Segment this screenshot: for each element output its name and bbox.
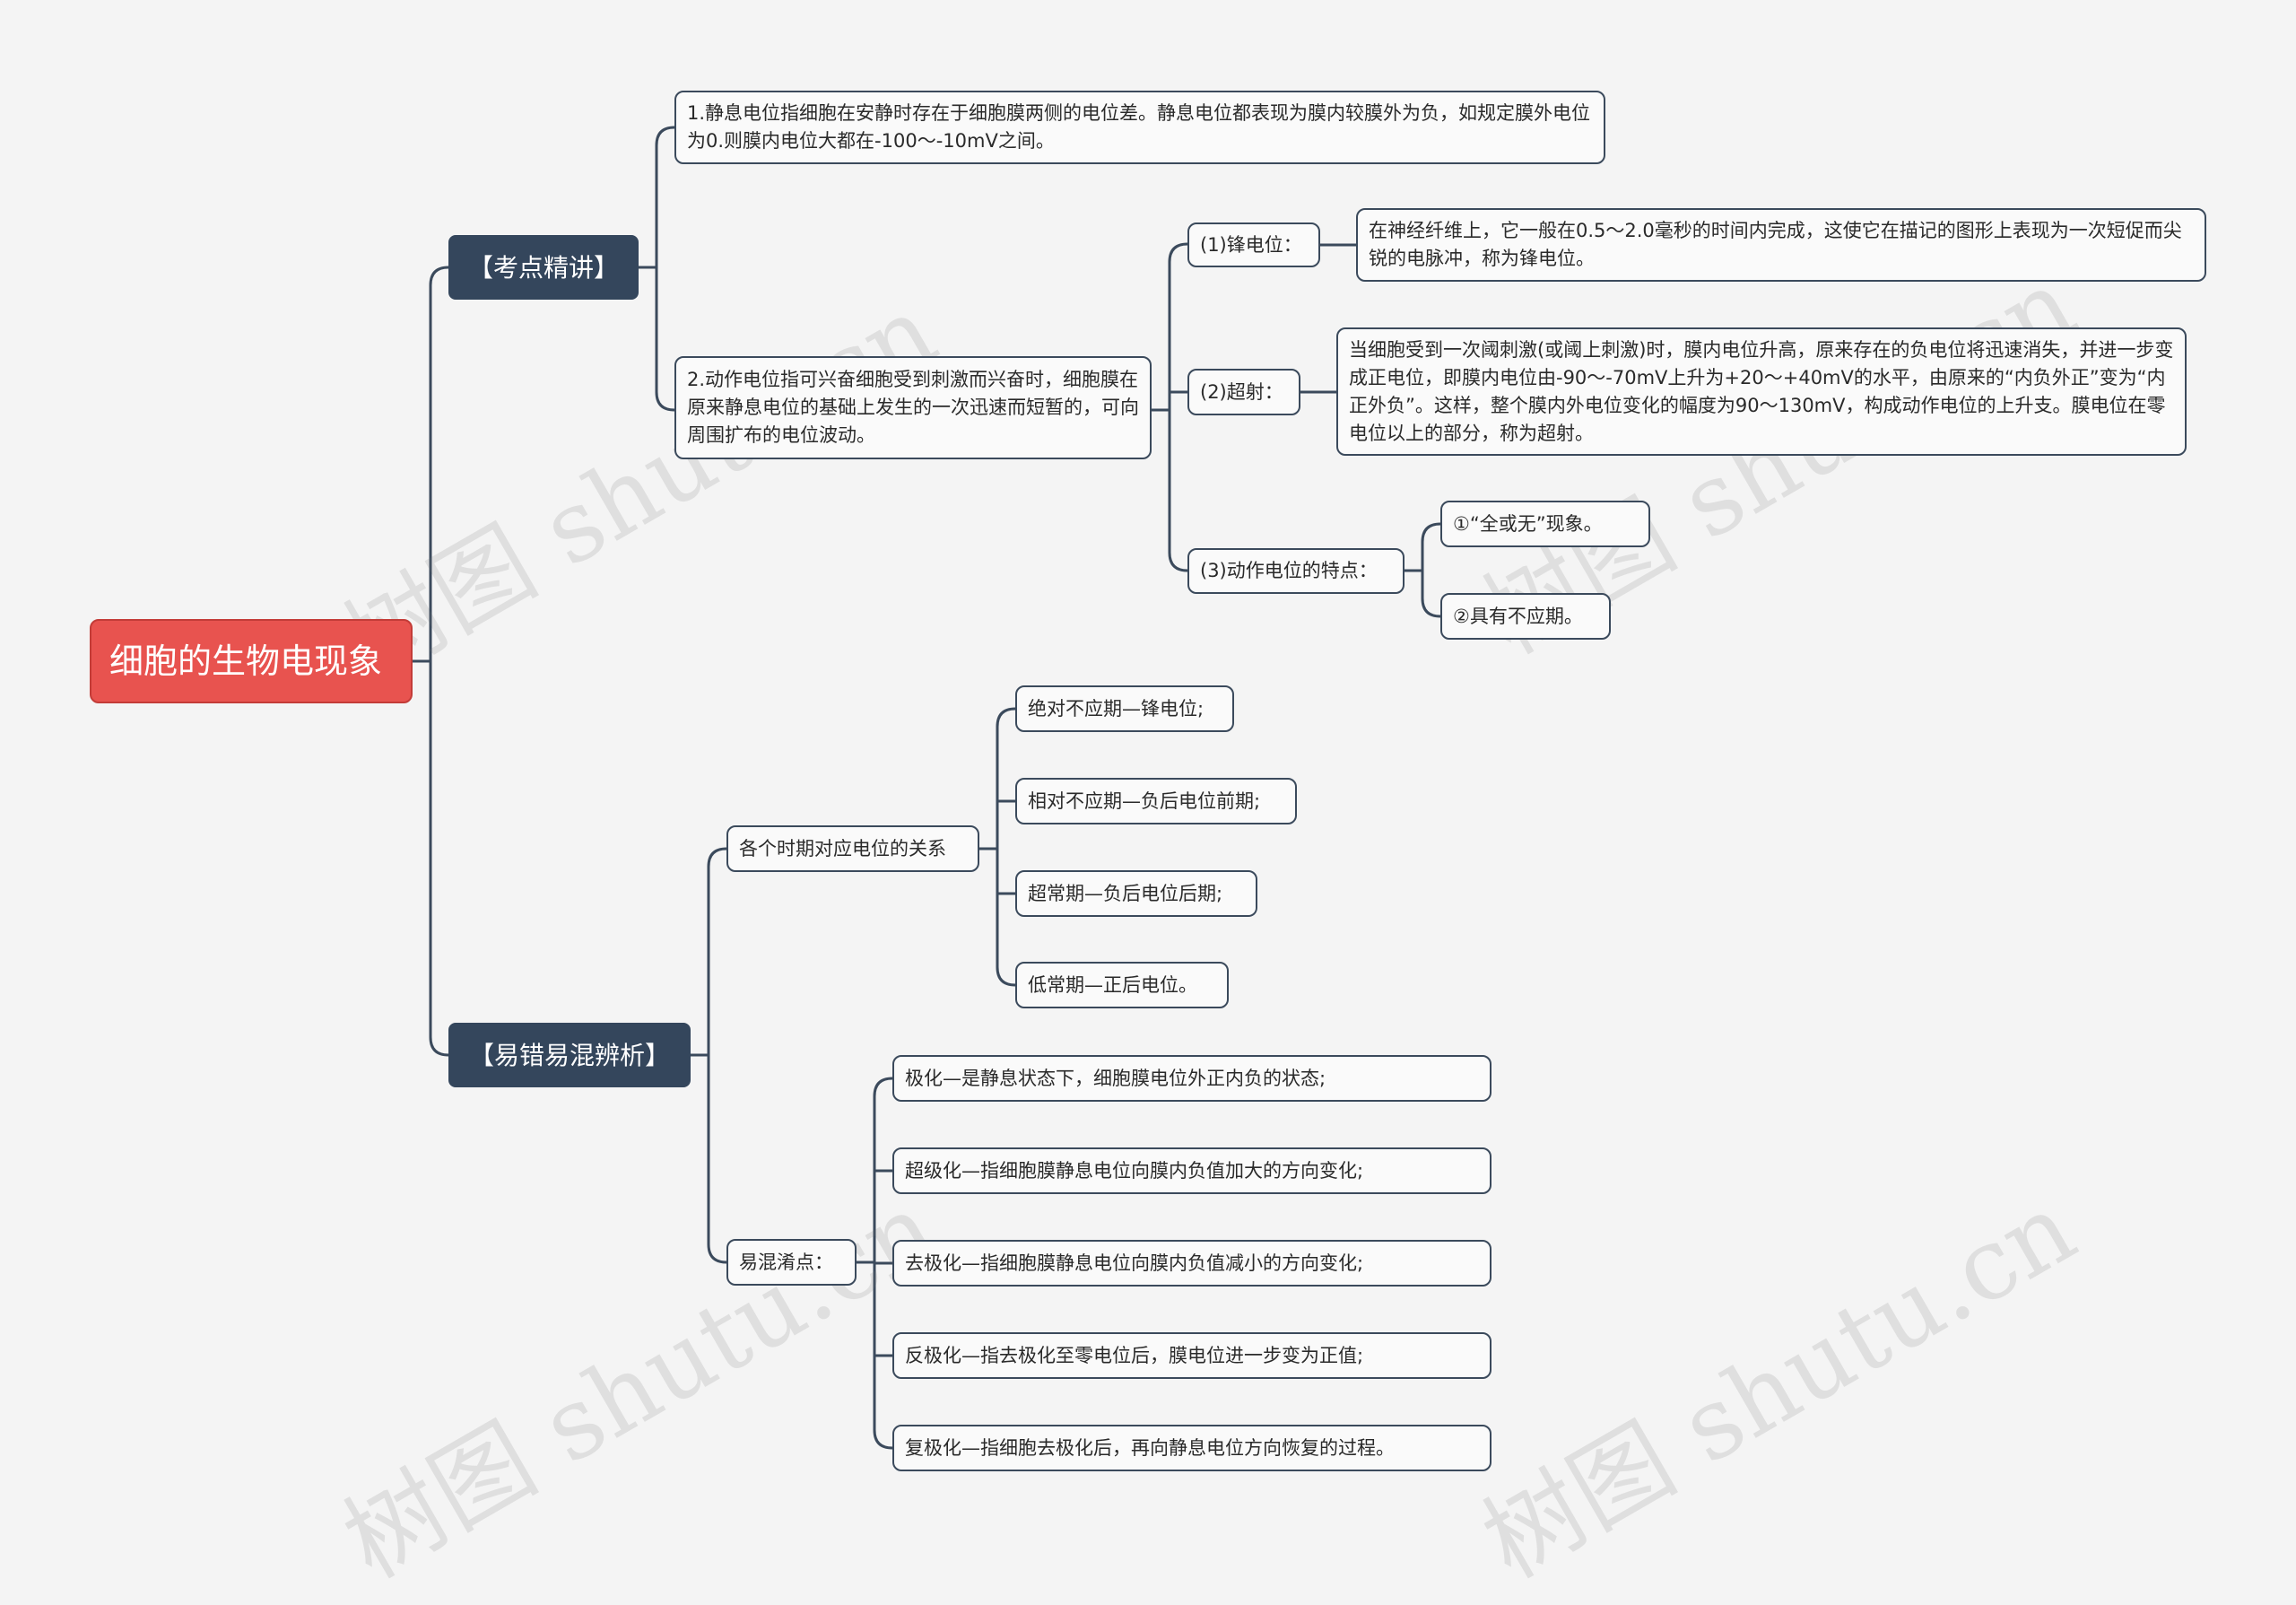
root-node[interactable]: 细胞的生物电现象 <box>90 619 413 703</box>
branch-kaodian[interactable]: 【考点精讲】 <box>448 235 639 300</box>
confusion-point-item[interactable]: 复极化—指细胞去极化后，再向静息电位方向恢复的过程。 <box>892 1425 1492 1471</box>
overshoot-label-node[interactable]: (2)超射： <box>1187 369 1300 415</box>
edge-kaodian <box>637 126 676 412</box>
edge-yihun <box>855 1077 894 1450</box>
confusion-point-item[interactable]: 反极化—指去极化至零电位后，膜电位进一步变为正值; <box>892 1332 1492 1379</box>
branch-yicuo[interactable]: 【易错易混辨析】 <box>448 1023 691 1087</box>
feature-refractory-node[interactable]: ②具有不应期。 <box>1440 593 1611 640</box>
spike-desc-node[interactable]: 在神经纤维上，它一般在0.5～2.0毫秒的时间内完成，这使它在描记的图形上表现为… <box>1356 208 2206 282</box>
period-relation-item[interactable]: 低常期—正后电位。 <box>1015 962 1229 1008</box>
connector-lines <box>411 126 1442 1450</box>
edge-yicuo <box>689 847 728 1264</box>
edge-action <box>1150 242 1189 572</box>
confusion-points-node[interactable]: 易混淆点： <box>726 1239 857 1286</box>
period-relation-node[interactable]: 各个时期对应电位的关系 <box>726 825 979 872</box>
period-relation-item[interactable]: 相对不应期—负后电位前期; <box>1015 778 1297 824</box>
feature-all-or-none-node[interactable]: ①“全或无”现象。 <box>1440 501 1650 547</box>
edge-guanxi <box>978 707 1017 987</box>
period-relation-item[interactable]: 绝对不应期—锋电位; <box>1015 685 1234 732</box>
edge-tedian <box>1403 522 1442 618</box>
features-label-node[interactable]: (3)动作电位的特点： <box>1187 548 1405 594</box>
spike-label-node[interactable]: (1)锋电位： <box>1187 222 1320 267</box>
resting-potential-node[interactable]: 1.静息电位指细胞在安静时存在于细胞膜两侧的电位差。静息电位都表现为膜内较膜外为… <box>674 91 1605 164</box>
overshoot-desc-node[interactable]: 当细胞受到一次阈刺激(或阈上刺激)时，膜内电位升高，原来存在的负电位将迅速消失，… <box>1336 327 2187 456</box>
confusion-point-item[interactable]: 超级化—指细胞膜静息电位向膜内负值加大的方向变化; <box>892 1147 1492 1194</box>
confusion-point-item[interactable]: 极化—是静息状态下，细胞膜电位外正内负的状态; <box>892 1055 1492 1102</box>
confusion-point-item[interactable]: 去极化—指细胞膜静息电位向膜内负值减小的方向变化; <box>892 1240 1492 1287</box>
period-relation-item[interactable]: 超常期—负后电位后期; <box>1015 870 1257 917</box>
edge-root <box>411 266 450 1057</box>
action-potential-node[interactable]: 2.动作电位指可兴奋细胞受到刺激而兴奋时，细胞膜在原来静息电位的基础上发生的一次… <box>674 356 1152 459</box>
